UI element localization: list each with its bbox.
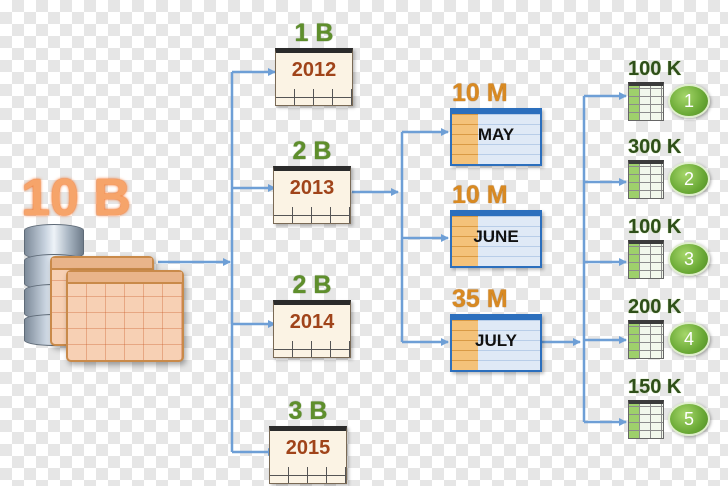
year-label: 2015 [285,437,331,459]
month-row-count: 10 M [452,79,508,107]
year-row-count: 2 B [292,137,332,165]
partition-number-badge: 5 [668,402,710,436]
partition-node-2[interactable]: 300 K 2 [624,136,720,199]
month-table-icon: JULY [450,314,542,372]
month-label: JUNE [473,227,519,246]
partition-node-5[interactable]: 150 K 5 [624,376,720,439]
month-label: MAY [477,125,515,144]
year-row-count: 1 B [294,19,334,47]
partition-number-badge: 1 [668,84,710,118]
year-table-icon: 2014 [273,300,351,358]
year-table-icon: 2013 [273,166,351,224]
partition-row-count: 100 K [628,58,682,80]
year-node-2012[interactable]: 1 B 2012 [274,20,354,106]
month-node-may[interactable]: 10 M MAY [450,80,542,166]
year-node-2014[interactable]: 2 B 2014 [272,272,352,358]
year-label: 2014 [289,311,335,333]
month-label: JULY [475,331,517,350]
partition-row-count: 200 K [628,296,682,318]
partition-row-count: 300 K [628,136,682,158]
year-label: 2012 [291,59,337,81]
partition-row-count: 150 K [628,376,682,398]
partition-row-count: 100 K [628,216,682,238]
month-row-count: 35 M [452,285,508,313]
month-table-icon: MAY [450,108,542,166]
month-node-july[interactable]: 35 M JULY [450,286,542,372]
year-node-2013[interactable]: 2 B 2013 [272,138,352,224]
year-row-count: 3 B [288,397,328,425]
year-row-count: 2 B [292,271,332,299]
year-node-2015[interactable]: 3 B 2015 [268,398,348,484]
partition-table-icon [628,160,664,199]
month-node-june[interactable]: 10 M JUNE [450,182,542,268]
partition-number-badge: 2 [668,162,710,196]
total-row-count: 10 B [21,169,131,227]
partition-table-icon [628,82,664,121]
partition-table-icon [628,400,664,439]
partition-node-1[interactable]: 100 K 1 [624,58,720,121]
year-table-icon: 2012 [275,48,353,106]
month-row-count: 10 M [452,181,508,209]
source-database-icon [22,210,184,362]
month-table-icon: JUNE [450,210,542,268]
year-label: 2013 [289,177,335,199]
partition-table-icon [628,240,664,279]
year-table-icon: 2015 [269,426,347,484]
partition-number-badge: 4 [668,322,710,356]
partition-node-4[interactable]: 200 K 4 [624,296,720,359]
partition-node-3[interactable]: 100 K 3 [624,216,720,279]
partition-table-icon [628,320,664,359]
partition-number-badge: 3 [668,242,710,276]
